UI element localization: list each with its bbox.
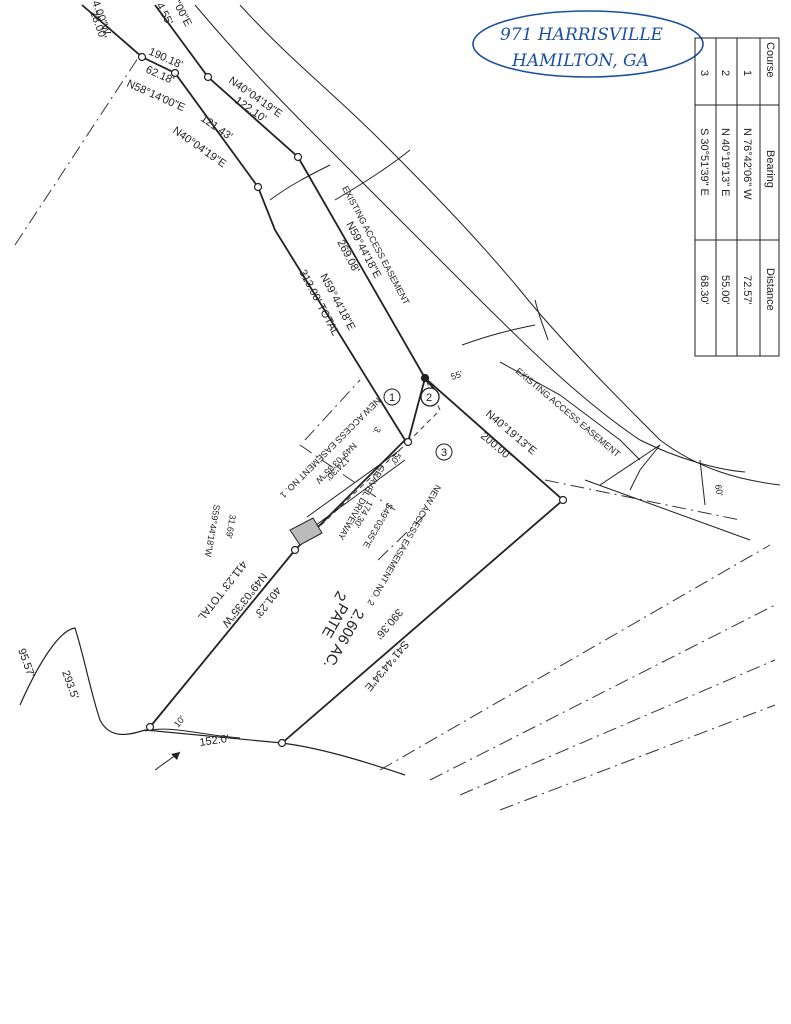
- easement-dashed: [294, 377, 441, 551]
- road-curves: [194, 4, 781, 541]
- table-header-distance: Distance: [764, 268, 776, 311]
- point: [420, 373, 430, 383]
- point: [203, 72, 213, 82]
- point: [403, 437, 413, 447]
- table-header-course: Course: [764, 42, 776, 77]
- note-line1: 971 HARRISVILLE: [500, 25, 663, 45]
- course-marker-1: 1: [389, 392, 395, 404]
- table-bearing-2: N 40°19'13" E: [719, 128, 731, 197]
- table-distance-3: 68.30': [698, 275, 710, 305]
- label-390: 390.36': [373, 606, 405, 641]
- label-10: 10': [172, 714, 187, 730]
- table-bearing-1: N 76°42'06" W: [741, 128, 753, 200]
- label-121: 121.43': [198, 113, 234, 143]
- dashdot-lines: [14, 54, 776, 811]
- label-95: 95.57': [15, 647, 36, 679]
- label-3: 3.: [371, 425, 383, 437]
- table-course-3: 3: [698, 70, 710, 76]
- label-60: 60': [713, 484, 725, 498]
- point: [290, 545, 300, 555]
- table-distance-2: 55.00': [719, 275, 731, 305]
- boundary-lines: [19, 4, 565, 776]
- course-table: Course Bearing Distance 1 N 76°42'06" W …: [694, 37, 780, 357]
- table-bearing-3: S 30°51'39" E: [698, 128, 710, 196]
- label-152: 152.0': [199, 733, 230, 749]
- label-existing-easement-1: EXISTING ACCESS EASEMENT: [340, 184, 412, 307]
- survey-points: [137, 52, 568, 748]
- table-distance-1: 72.57': [741, 275, 753, 305]
- label-top-e: "00"E: [170, 0, 193, 29]
- plat-labels: 4.00"W 28.00' 4.55' "00"E 190.18' 62.18'…: [15, 0, 725, 749]
- point: [277, 738, 287, 748]
- course-marker-2: 2: [426, 392, 432, 404]
- point: [137, 52, 147, 62]
- point: [145, 722, 155, 732]
- label-n58: N58°14'00"E: [125, 78, 187, 114]
- point: [170, 68, 180, 78]
- table-course-2: 2: [719, 70, 731, 76]
- label-s59: S59°44'18"W: [203, 504, 222, 558]
- course-markers: 1 2 3: [383, 387, 453, 461]
- arrow-icon: [154, 751, 181, 771]
- table-course-1: 1: [741, 70, 753, 76]
- gravel-driveway: [289, 449, 406, 546]
- label-293: 293.5': [59, 669, 80, 701]
- course-marker-3: 3: [441, 447, 447, 459]
- point: [293, 152, 303, 162]
- label-new-easement-2: NEW ACCESS EASEMENT NO. 2: [365, 483, 443, 607]
- note-line2: HAMILTON, GA: [511, 51, 649, 71]
- table-header-bearing: Bearing: [764, 150, 776, 188]
- label-31: 31.69': [224, 514, 238, 540]
- point: [558, 495, 568, 505]
- point: [253, 182, 263, 192]
- label-55: 55': [450, 369, 465, 382]
- label-s41: S41°44'34"E: [362, 638, 411, 693]
- note-ellipse: [472, 10, 704, 78]
